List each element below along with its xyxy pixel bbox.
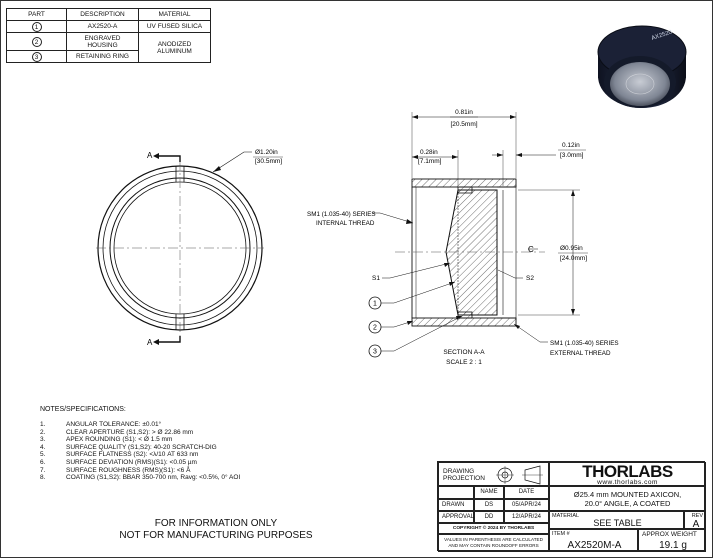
overall-mm: [20.5mm] <box>450 121 477 128</box>
section-cut-top <box>155 155 181 162</box>
name-header: NAME <box>474 486 504 499</box>
right-dim-mm: [3.0mm] <box>560 152 584 159</box>
note-item: 4.SURFACE QUALITY (S1,S2): 40-20 SCRATCH… <box>40 443 217 451</box>
aperture-in: Ø0.95in <box>560 245 583 252</box>
weight-cell: APPROX WEIGHT 19.1 g <box>638 529 706 552</box>
section-scale: SCALE 2 : 1 <box>446 359 482 366</box>
thorlabs-logo: THORLABS <box>582 462 673 481</box>
housing-top-wall <box>411 178 517 188</box>
note-item: 6.SURFACE DEVIATION (RMS)(S1): <0.05 µm <box>40 458 197 466</box>
parts-table: PART DESCRIPTION MATERIAL 1 AX2520-A UV … <box>6 8 211 63</box>
logo-cell: THORLABS www.thorlabs.com <box>549 462 706 486</box>
rev-label: REV <box>691 513 703 519</box>
product-image: AX2520 <box>597 25 687 108</box>
overall-in: 0.81in <box>455 109 473 116</box>
weight-label: APPROX WEIGHT <box>642 531 697 538</box>
title-block: DRAWING PROJECTION NAME DATE DRAWN DS 05… <box>437 461 706 552</box>
front-view: A A Ø1.20in [30.5mm] <box>96 149 283 347</box>
approval-date: 12/APR/24 <box>504 511 549 523</box>
drawn-date: 05/APR/24 <box>504 499 549 511</box>
drawn-name: DS <box>474 499 504 511</box>
description-cell: RETAINING RING <box>66 50 139 63</box>
disclaimer-line1: FOR INFORMATION ONLY <box>154 518 278 529</box>
note-item: 7.SURFACE ROUGHNESS (RMS)(S1): <6 Å <box>40 466 191 474</box>
section-label-bottom: A <box>147 338 153 347</box>
axicon-lens <box>445 189 498 316</box>
diameter-leader <box>212 151 252 173</box>
drawn-label: DRAWN <box>438 499 474 511</box>
item-cell: ITEM # AX2520M-A <box>549 529 638 552</box>
right-dim-in: 0.12in <box>562 142 580 149</box>
part-callout: 1 <box>31 21 42 32</box>
projection-cell: DRAWING PROJECTION <box>438 462 549 486</box>
internal-thread-line2: INTERNAL THREAD <box>316 220 375 227</box>
front-diameter-mm: [30.5mm] <box>255 158 282 165</box>
section-cut-bottom <box>155 336 181 343</box>
product-lens <box>610 62 670 106</box>
material-cell: ANODIZED ALUMINUM <box>138 32 211 63</box>
description-cell: Ø25.4 mm MOUNTED AXICON, 20.0° ANGLE, A … <box>549 486 706 511</box>
note-item: 8.COATING (S1,S2): BBAR 350-700 nm, Ravg… <box>40 474 241 482</box>
table-row: 2 ENGRAVED HOUSING ANODIZED ALUMINUM <box>6 32 211 63</box>
material-value: SEE TABLE <box>593 518 642 528</box>
material-label: MATERIAL <box>552 513 580 519</box>
projection-label-2: PROJECTION <box>443 475 485 482</box>
material-cell: MATERIAL SEE TABLE <box>549 511 684 529</box>
disclaimer-line2: NOT FOR MANUFACTURING PURPOSES <box>119 529 313 541</box>
s2-label: S2 <box>526 275 534 282</box>
projection-symbol <box>496 465 543 485</box>
description-line1: Ø25.4 mm MOUNTED AXICON, <box>573 490 682 499</box>
approval-label: APPROVAL <box>438 511 474 523</box>
section-label-top: A <box>147 151 153 160</box>
item-label: ITEM # <box>552 531 570 537</box>
callout-1-label: 1 <box>373 301 377 308</box>
housing-bottom-wall <box>411 317 517 327</box>
website: www.thorlabs.com <box>597 479 658 486</box>
date-header: DATE <box>504 486 549 499</box>
rev-cell: REV A <box>684 511 706 530</box>
left-dim-mm: [7.1mm] <box>418 158 442 165</box>
table-row: 3 RETAINING RING <box>6 50 211 63</box>
copyright: COPYRIGHT © 2024 BY THORLABS <box>438 523 549 534</box>
notes-section: NOTES/SPECIFICATIONS: 1.ANGULAR TOLERANC… <box>40 406 400 482</box>
aperture-mm: [24.0mm] <box>560 255 587 262</box>
description-line2: 20.0° ANGLE, A COATED <box>584 499 671 508</box>
note-item: 1.ANGULAR TOLERANCE: ±0.01° <box>40 421 162 428</box>
left-dim-in: 0.28in <box>420 149 438 156</box>
thread-circle <box>102 170 258 326</box>
approval-name: DD <box>474 511 504 523</box>
centerline-symbol: C <box>528 245 534 254</box>
internal-thread-line1: SM1 (1.035-40) SERIES <box>307 211 376 218</box>
s1-label: S1 <box>372 275 380 282</box>
section-view: C 0.81in [20.5mm] 0.28in [7.1mm] 0.12in … <box>307 109 619 366</box>
disclaimer: FOR INFORMATION ONLY NOT FOR MANUFACTURI… <box>98 518 334 541</box>
notes-heading: NOTES/SPECIFICATIONS: <box>40 406 126 413</box>
callout-2-label: 2 <box>373 325 377 332</box>
retaining-ring-top <box>457 186 473 194</box>
external-thread-line1: SM1 (1.035-40) SERIES <box>550 340 619 347</box>
rev-value: A <box>692 519 700 530</box>
retaining-ring-bottom <box>457 311 473 319</box>
callout-3-label: 3 <box>373 349 377 356</box>
front-diameter-in: Ø1.20in <box>255 149 278 156</box>
note-item: 5.SURFACE FLATNESS (S2): <λ/10 AT 633 nm <box>40 451 199 459</box>
weight-value: 19.1 g <box>659 540 687 551</box>
projection-label-1: DRAWING <box>443 468 475 475</box>
part-callout: 2 <box>31 36 42 47</box>
section-title: SECTION A-A <box>443 349 485 356</box>
note-item: 2.CLEAR APERTURE (S1,S2): > Ø 22.86 mm <box>40 428 194 436</box>
item-value: AX2520M-A <box>567 540 622 551</box>
values-note: VALUES IN PARENTHESIS ARE CALCULATED AND… <box>438 534 549 552</box>
table-row: 1 AX2520-A UV FUSED SILICA <box>6 20 211 33</box>
part-callout: 3 <box>31 51 42 62</box>
note-item: 3.APEX ROUNDING (S1): < Ø 1.5 mm <box>40 436 173 444</box>
external-thread-line2: EXTERNAL THREAD <box>550 350 611 357</box>
